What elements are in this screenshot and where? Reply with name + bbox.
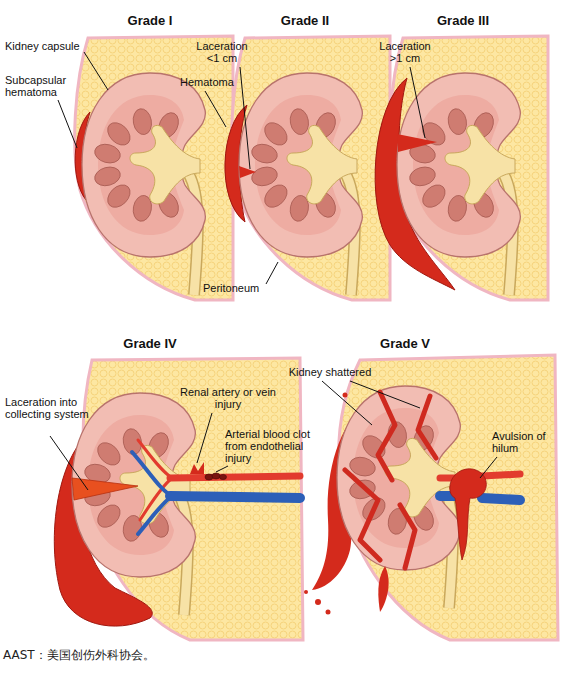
laceration bbox=[397, 134, 437, 152]
kidney bbox=[397, 73, 520, 295]
hilum-avulsion bbox=[450, 469, 487, 560]
part-label: Laceration into collecting system bbox=[5, 396, 91, 420]
vessel-injury bbox=[190, 462, 204, 474]
grade-heading: Grade III bbox=[413, 13, 513, 29]
part-label: Arterial blood clot from endothelial inj… bbox=[225, 428, 321, 464]
renal-vessels bbox=[132, 440, 300, 534]
kidney bbox=[239, 73, 362, 295]
leader-lines bbox=[50, 52, 497, 490]
part-label: Renal artery or vein injury bbox=[174, 386, 282, 410]
kidney bbox=[82, 73, 205, 295]
grade-heading: Grade V bbox=[355, 336, 455, 352]
grade-heading: Grade I bbox=[100, 13, 200, 29]
part-label: Subcapsular hematoma bbox=[5, 74, 77, 98]
kidney bbox=[72, 393, 195, 615]
kidney bbox=[337, 386, 460, 608]
grade-heading: Grade IV bbox=[100, 336, 200, 352]
part-label: Avulsion of hilum bbox=[492, 430, 550, 454]
part-label: Kidney capsule bbox=[5, 40, 95, 52]
part-label: Laceration <1 cm bbox=[191, 40, 253, 64]
fat-region bbox=[232, 36, 390, 300]
part-label: Peritoneum bbox=[203, 282, 265, 294]
laceration bbox=[239, 166, 256, 178]
part-label: Kidney shattered bbox=[280, 366, 380, 378]
blood-splatter bbox=[304, 393, 389, 615]
part-label: Hematoma bbox=[180, 76, 240, 88]
fat-region bbox=[75, 36, 233, 300]
kidney-cracks bbox=[345, 392, 436, 568]
arterial-clot bbox=[205, 473, 227, 480]
figure-caption: AAST：美国创伤外科协会。 bbox=[3, 648, 578, 663]
grade-heading: Grade II bbox=[255, 13, 355, 29]
part-label: Laceration >1 cm bbox=[374, 40, 436, 64]
